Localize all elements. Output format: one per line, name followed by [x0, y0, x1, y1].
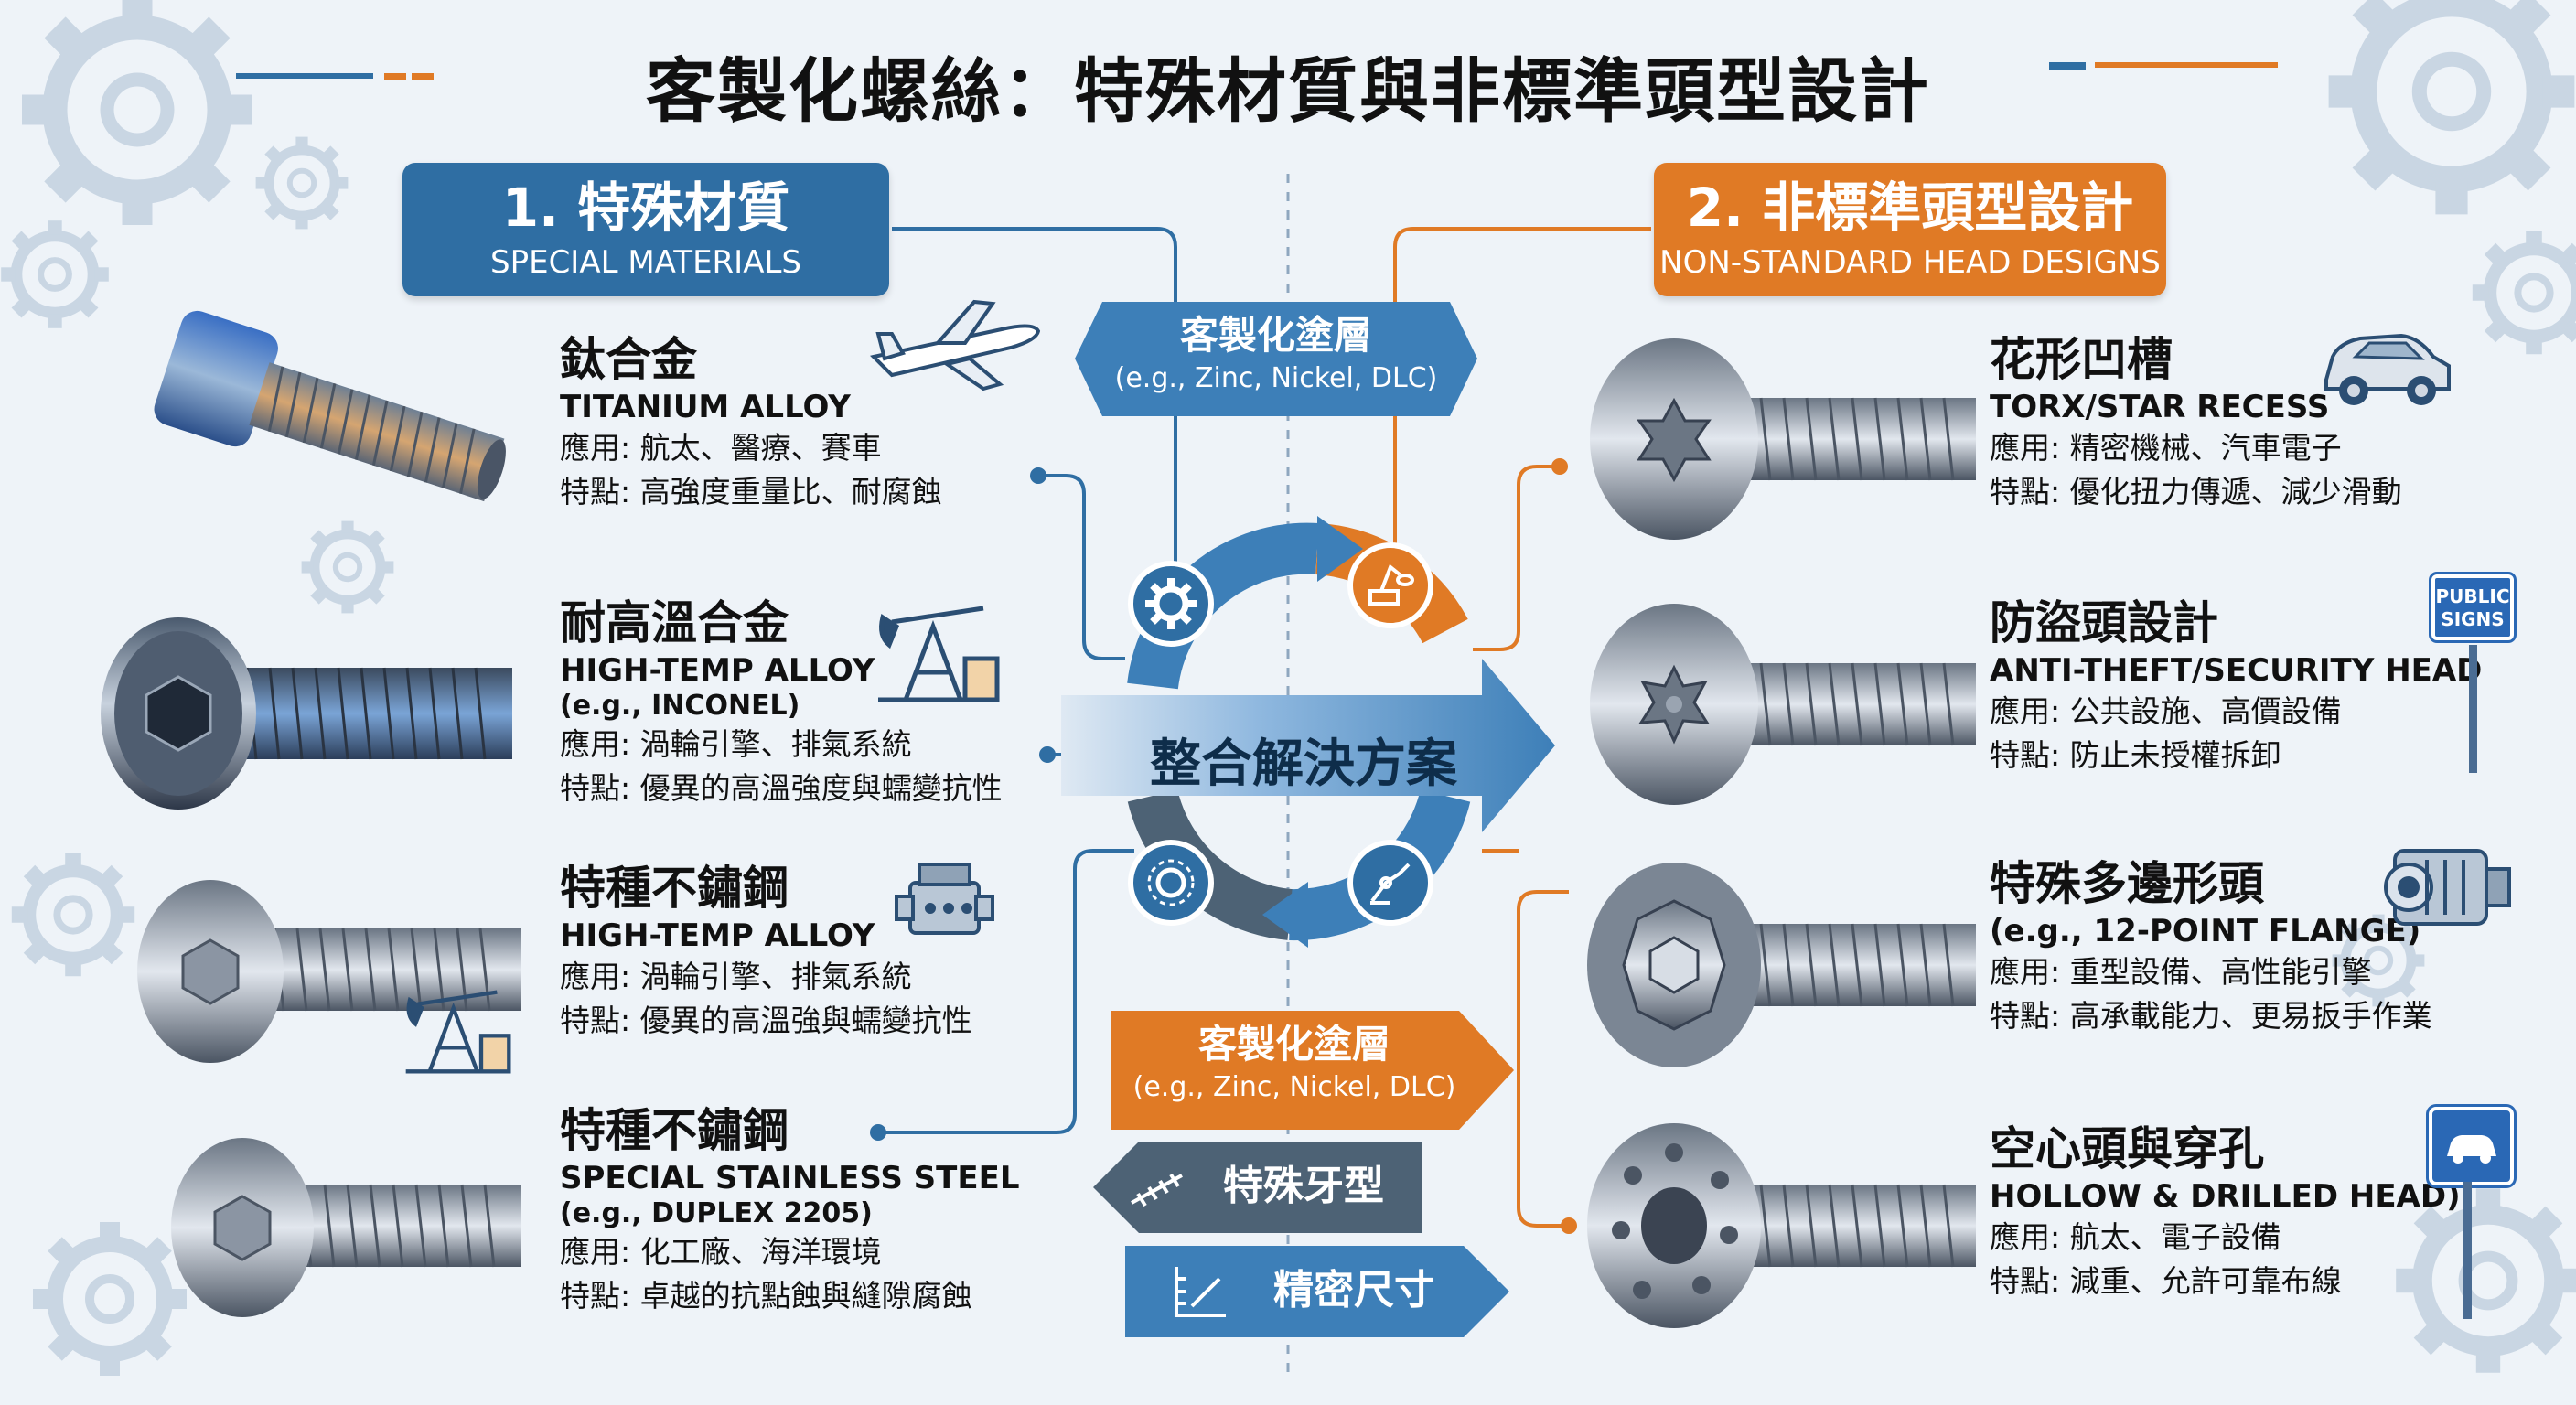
- gear-icon: [1145, 578, 1197, 629]
- head-feature: 特點: 優化扭力傳遞、減少滑動: [1990, 474, 2402, 509]
- hollow-bolt-image: [1587, 1123, 1976, 1328]
- torx-bolt-image: [1590, 338, 1976, 540]
- material-zh: 特種不鏽鋼: [560, 862, 789, 915]
- material-application: 應用: 渦輪引擎、排氣系統: [560, 726, 912, 762]
- head-example: (e.g., 12-POINT FLANGE): [1990, 913, 2421, 949]
- head-en: ANTI-THEFT/SECURITY HEAD: [1990, 652, 2483, 689]
- material-application: 應用: 渦輪引擎、排氣系統: [560, 959, 912, 994]
- head-item-12-point: 特殊多邊形頭 (e.g., 12-POINT FLANGE) 應用: 重型設備、…: [1990, 855, 2538, 1038]
- parking-sign-pole: [2463, 1182, 2472, 1319]
- material-zh: 特種不鏽鋼: [560, 1104, 789, 1157]
- integration-cycle-diagram: [1061, 516, 1555, 948]
- head-zh: 空心頭與穿孔: [1990, 1122, 2264, 1175]
- head-en: TORX/STAR RECESS: [1990, 389, 2330, 425]
- public-signs-sign: PUBLIC SIGNS: [2431, 574, 2514, 640]
- section-header-heads: 2. 非標準頭型設計 NON-STANDARD HEAD DESIGNS: [1654, 163, 2166, 296]
- section-header-heads-en: NON-STANDARD HEAD DESIGNS: [1659, 244, 2161, 281]
- motor-icon: [2384, 849, 2511, 926]
- section-header-materials-zh: 1. 特殊材質: [501, 177, 790, 239]
- settings-icon: [1147, 859, 1195, 906]
- bottom-coating-badge: 客製化塗層 (e.g., Zinc, Nickel, DLC): [1111, 1020, 1477, 1106]
- head-feature: 特點: 減重、允許可靠布線: [1990, 1263, 2342, 1299]
- parking-sign-icon: [2429, 1107, 2514, 1185]
- head-application: 應用: 精密機械、汽車電子: [1990, 430, 2342, 466]
- thread-type-arrow-shape: [1093, 1142, 1422, 1233]
- head-feature: 特點: 防止未授權拆卸: [1990, 737, 2281, 773]
- oil-pump-icon-small: [405, 990, 511, 1074]
- head-zh: 防盜頭設計: [1990, 596, 2218, 649]
- section-header-materials-en: SPECIAL MATERIALS: [490, 244, 801, 281]
- robot-arm-icon: [1370, 863, 1411, 905]
- head-application: 應用: 重型設備、高性能引擎: [1990, 954, 2372, 990]
- material-zh: 鈦合金: [560, 333, 697, 386]
- material-item-special-steel: 特種不鏽鋼 HIGH-TEMP ALLOY 應用: 渦輪引擎、排氣系統 特點: …: [560, 860, 1109, 1043]
- section-header-materials: 1. 特殊材質 SPECIAL MATERIALS: [402, 163, 889, 296]
- head-application: 應用: 航太、電子設備: [1990, 1219, 2281, 1255]
- material-item-duplex: 特種不鏽鋼 SPECIAL STAINLESS STEEL (e.g., DUP…: [560, 1102, 1109, 1318]
- machining-icon: [1368, 563, 1414, 606]
- head-zh: 花形凹槽: [1990, 333, 2173, 386]
- material-feature: 特點: 優異的高溫強與蠕變抗性: [560, 1003, 972, 1038]
- sign-pole: [2469, 645, 2477, 773]
- head-item-hollow: 空心頭與穿孔 HOLLOW & DRILLED HEAD) 應用: 航太、電子設…: [1990, 1121, 2538, 1303]
- head-item-torx: 花形凹槽 TORX/STAR RECESS 應用: 精密機械、汽車電子 特點: …: [1990, 331, 2538, 514]
- material-item-inconel: 耐高溫合金 HIGH-TEMP ALLOY (e.g., INCONEL) 應用…: [560, 595, 1109, 810]
- material-en: TITANIUM ALLOY: [560, 389, 851, 425]
- thread-type-label: 特殊牙型: [1223, 1163, 1384, 1209]
- material-application: 應用: 航太、醫療、賽車: [560, 430, 882, 466]
- page-title: 客製化螺絲：特殊材質與非標準頭型設計: [646, 50, 1930, 132]
- security-bolt-image: [1590, 604, 1976, 805]
- inconel-bolt-image: [101, 617, 512, 810]
- car-icon: [2324, 333, 2451, 405]
- material-feature: 特點: 高強度重量比、耐腐蝕: [560, 474, 942, 509]
- head-item-security: 防盜頭設計 ANTI-THEFT/SECURITY HEAD 應用: 公共設施、…: [1990, 595, 2538, 778]
- ruler-icon: [1175, 1267, 1226, 1317]
- duplex-bolt-image: [171, 1138, 521, 1317]
- section-header-heads-zh: 2. 非標準頭型設計: [1686, 177, 2134, 239]
- thread-icon: [1131, 1173, 1183, 1207]
- head-zh: 特殊多邊形頭: [1990, 857, 2264, 910]
- material-example: (e.g., INCONEL): [560, 690, 800, 722]
- material-example: (e.g., DUPLEX 2205): [560, 1197, 873, 1229]
- material-en: HIGH-TEMP ALLOY: [560, 652, 875, 689]
- engine-icon: [895, 863, 994, 935]
- material-feature: 特點: 卓越的抗點蝕與縫隙腐蝕: [560, 1278, 972, 1314]
- top-coating-title: 客製化塗層: [1179, 313, 1372, 358]
- bottom-coating-arrow-shape: [1111, 1011, 1514, 1130]
- material-item-titanium: 鈦合金 TITANIUM ALLOY 應用: 航太、醫療、賽車 特點: 高強度重…: [560, 331, 1109, 514]
- titanium-bolt-image: [154, 310, 506, 502]
- top-coating-badge: 客製化塗層 (e.g., Zinc, Nickel, DLC): [1075, 311, 1477, 397]
- material-zh: 耐高溫合金: [560, 596, 789, 649]
- bottom-coating-title: 客製化塗層: [1197, 1022, 1390, 1067]
- material-en: SPECIAL STAINLESS STEEL: [560, 1160, 1020, 1196]
- material-feature: 特點: 優異的高溫強度與蠕變抗性: [560, 770, 1003, 806]
- precision-size-label: 精密尺寸: [1273, 1267, 1434, 1314]
- oil-pump-icon: [878, 606, 1000, 702]
- top-coating-example: (e.g., Zinc, Nickel, DLC): [1114, 362, 1438, 394]
- material-application: 應用: 化工廠、海洋環境: [560, 1234, 882, 1270]
- integrated-solution-label: 整合解決方案: [1150, 735, 1457, 794]
- head-application: 應用: 公共設施、高價設備: [1990, 693, 2342, 729]
- flange-bolt-image: [1587, 863, 1976, 1067]
- bottom-coating-example: (e.g., Zinc, Nickel, DLC): [1132, 1071, 1456, 1103]
- head-en: HOLLOW & DRILLED HEAD): [1990, 1178, 2461, 1215]
- head-feature: 特點: 高承載能力、更易扳手作業: [1990, 998, 2432, 1034]
- top-coating-badge-shape: [1075, 302, 1477, 416]
- airplane-icon: [869, 299, 1041, 391]
- material-en: HIGH-TEMP ALLOY: [560, 917, 875, 954]
